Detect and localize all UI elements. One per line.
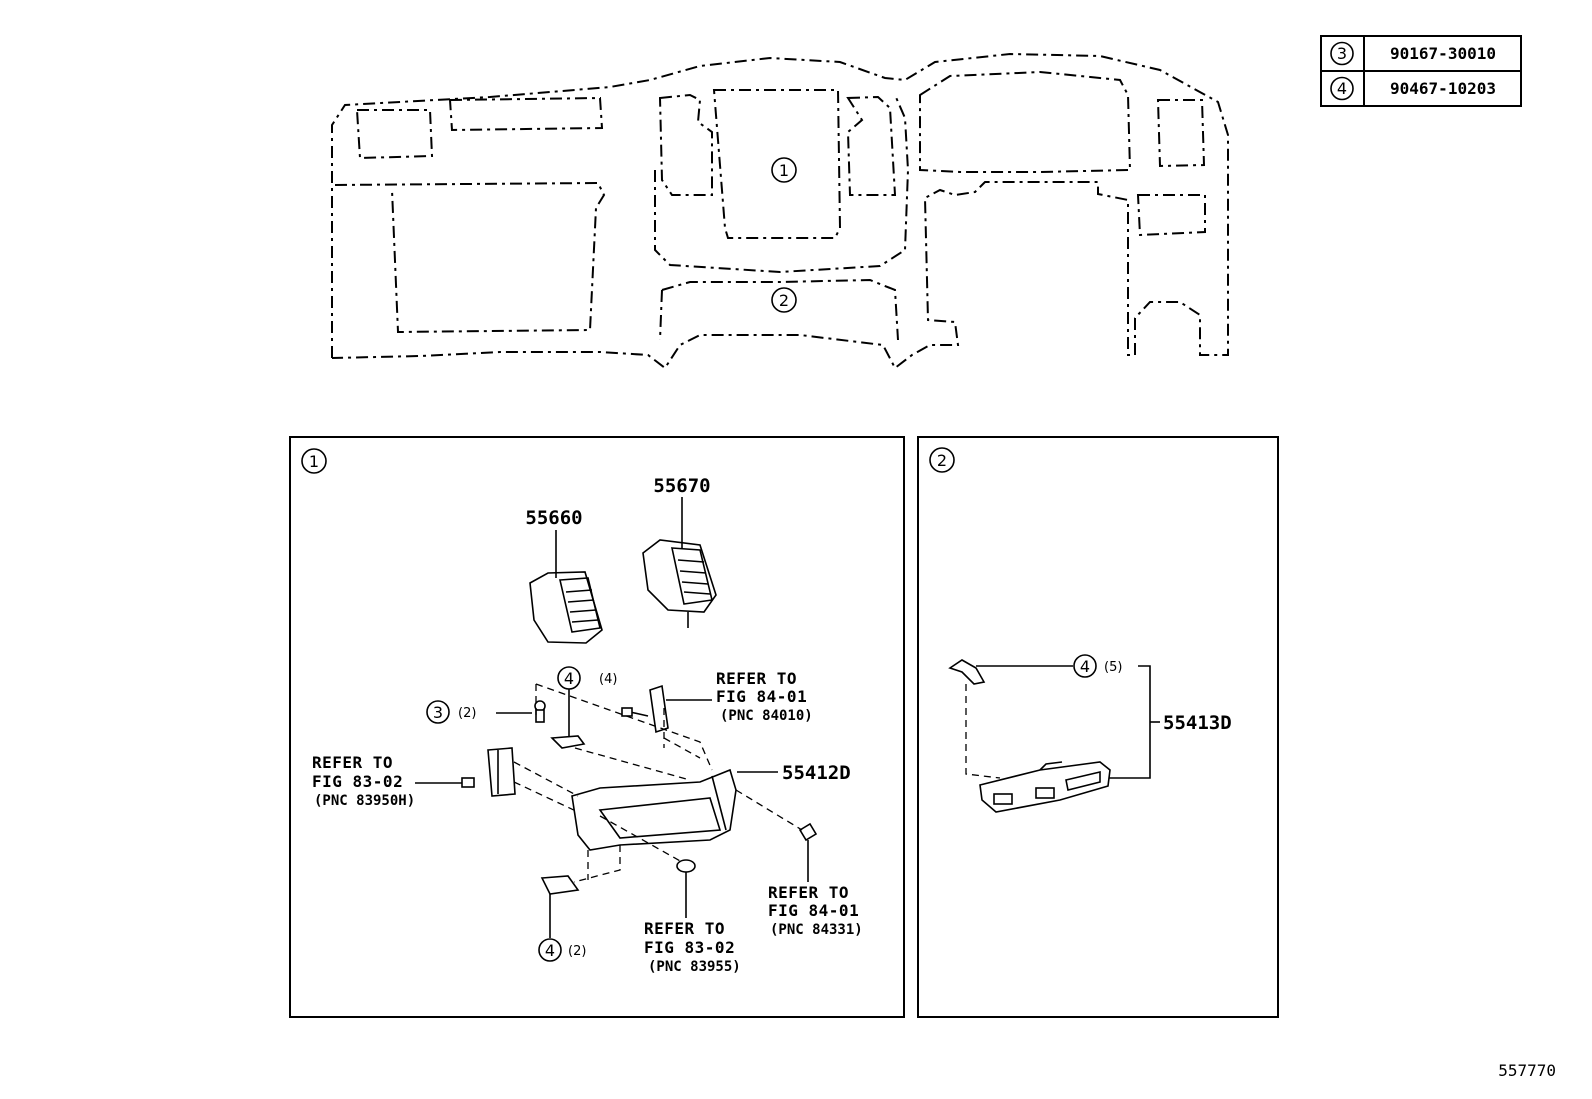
knob-83955: REFER TO FIG 83-02 (PNC 83955) — [644, 859, 741, 975]
assembly-lines-panel-1 — [513, 683, 803, 883]
svg-text:1: 1 — [779, 161, 789, 180]
panel-2-ref: 2 — [929, 447, 955, 473]
svg-text:(PNC 84331): (PNC 84331) — [770, 922, 863, 938]
svg-text:FIG 84-01: FIG 84-01 — [716, 687, 807, 706]
svg-text:3: 3 — [433, 703, 443, 722]
panel-2: 2 4 (5) 55413D — [917, 436, 1279, 1018]
svg-text:2: 2 — [779, 291, 789, 310]
svg-text:FIG 83-02: FIG 83-02 — [644, 938, 735, 957]
svg-text:4: 4 — [1080, 657, 1090, 676]
panel-1: 1 55660 55670 4 — [289, 436, 905, 1018]
fastener-3: 3 (2) — [426, 700, 546, 724]
switch-84010: REFER TO FIG 84-01 (PNC 84010) — [621, 669, 813, 734]
svg-text:4: 4 — [564, 669, 574, 688]
panel-2-frame — [917, 436, 1279, 1018]
dashboard-overview: 1 2 — [331, 52, 1229, 370]
svg-text:(2): (2) — [458, 706, 476, 721]
part-label-55670: 55670 — [653, 475, 710, 497]
legend-ref-3: 3 — [1337, 44, 1347, 63]
switch-bezel-55413d — [979, 761, 1111, 813]
svg-text:REFER TO: REFER TO — [768, 883, 849, 902]
switch-83950h: REFER TO FIG 83-02 (PNC 83950H) — [312, 747, 516, 809]
illustration-number: 557770 — [1498, 1061, 1556, 1080]
svg-text:FIG 83-02: FIG 83-02 — [312, 772, 403, 791]
svg-text:1: 1 — [309, 452, 319, 471]
svg-text:4: 4 — [545, 941, 555, 960]
svg-text:(PNC 83950H): (PNC 83950H) — [314, 793, 415, 809]
svg-text:FIG 84-01: FIG 84-01 — [768, 901, 859, 920]
svg-text:REFER TO: REFER TO — [644, 919, 725, 938]
vent-55670: 55670 — [642, 475, 717, 628]
svg-text:REFER TO: REFER TO — [716, 669, 797, 688]
clip-4: 4 (5) 55413D — [948, 654, 1232, 779]
fastener-4-bottom: 4 (2) — [538, 875, 586, 962]
legend-ref-4: 4 — [1337, 79, 1347, 98]
svg-text:REFER TO: REFER TO — [312, 753, 393, 772]
vent-55660: 55660 — [525, 507, 603, 644]
svg-text:(PNC 83955): (PNC 83955) — [648, 959, 741, 975]
overview-marker-1: 1 — [771, 157, 797, 183]
svg-text:(4): (4) — [599, 672, 617, 687]
part-label-55660: 55660 — [525, 507, 582, 529]
legend-part-no-4: 90467-10203 — [1390, 79, 1496, 98]
svg-text:(5): (5) — [1104, 660, 1122, 675]
assembly-line-panel-2 — [965, 684, 1001, 779]
legend-table: 3 90167-30010 4 90467-10203 — [1320, 35, 1522, 107]
overview-marker-2: 2 — [771, 287, 797, 313]
legend-part-no-3: 90167-30010 — [1390, 44, 1496, 63]
clip-84331: REFER TO FIG 84-01 (PNC 84331) — [768, 822, 863, 938]
part-label-55413d: 55413D — [1163, 712, 1232, 734]
svg-text:2: 2 — [937, 451, 947, 470]
bezel-55412d: 55412D — [571, 762, 851, 851]
fastener-4-top: 4 (4) — [550, 666, 617, 749]
legend-row-3: 3 90167-30010 — [1330, 41, 1496, 66]
part-label-55412d: 55412D — [782, 762, 851, 784]
legend-row-4: 4 90467-10203 — [1330, 76, 1496, 101]
svg-text:(2): (2) — [568, 944, 586, 959]
panel-1-frame — [289, 436, 905, 1018]
dashboard-outline — [331, 52, 1229, 370]
panel-1-ref: 1 — [301, 448, 327, 474]
svg-text:(PNC 84010): (PNC 84010) — [720, 708, 813, 724]
